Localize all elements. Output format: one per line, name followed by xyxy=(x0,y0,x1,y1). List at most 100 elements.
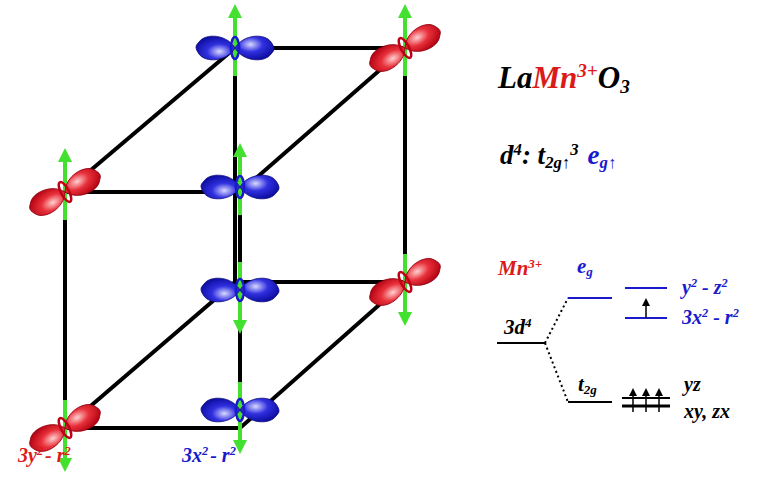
electron-arrow xyxy=(629,388,637,396)
label-text: 2 xyxy=(733,306,739,320)
orbital-3x2-r2 xyxy=(201,398,279,422)
orbital-lobe xyxy=(399,253,445,292)
label-text: 2 xyxy=(202,444,208,458)
orbital-label: 3x2 - r2 xyxy=(682,306,739,329)
orbital-lobe xyxy=(365,272,411,311)
electron-arrow xyxy=(642,298,650,306)
orbital-lobe xyxy=(201,278,240,302)
spin-arrow xyxy=(233,382,247,454)
orbital-label: y2 - z2 xyxy=(682,276,728,299)
orbital-ring xyxy=(396,270,413,293)
spin-arrow-head xyxy=(398,4,412,18)
orbital-label: 3x2- r2 xyxy=(182,444,236,467)
orbital-3x2-r2 xyxy=(201,175,279,199)
label-text: O xyxy=(598,60,620,95)
label-text: 3+ xyxy=(528,256,542,271)
label-text: Mn xyxy=(532,60,577,95)
orbital-lobe xyxy=(240,278,279,302)
level-y2z2 xyxy=(625,287,667,289)
orbital-lobe xyxy=(201,175,240,199)
orbital-label: 3y2- r2 xyxy=(18,444,71,467)
label-text: - r xyxy=(45,444,64,466)
level-label: t2g xyxy=(578,372,597,398)
dotted-split xyxy=(545,298,568,343)
label-text: 3x xyxy=(182,444,202,466)
label-text: 3 xyxy=(570,140,578,159)
label-text: 3x xyxy=(682,306,702,328)
orbital-label: xy, zx xyxy=(684,400,730,423)
label-text: 3+ xyxy=(577,60,598,81)
cube-edge xyxy=(63,192,67,428)
label-text: 2 xyxy=(722,276,728,290)
level-3d xyxy=(497,342,545,344)
label-text: e xyxy=(577,254,586,278)
orbital-lobe xyxy=(196,36,235,60)
spin-arrow-head xyxy=(228,4,242,18)
label-text: 4 xyxy=(514,140,522,159)
cube-edge xyxy=(233,48,237,282)
electron-configuration: d4: t2g↑3eg↑ xyxy=(500,140,616,173)
label-text: g xyxy=(586,264,593,279)
orbital-3y2-r2 xyxy=(365,253,445,311)
label-text: - r xyxy=(210,444,229,466)
cube-edge xyxy=(403,48,407,282)
label-text: y xyxy=(682,276,691,298)
orbital-ring xyxy=(56,180,73,203)
orbital-lobe xyxy=(235,36,274,60)
label-text: 2 xyxy=(702,306,708,320)
spin-arrow xyxy=(228,4,242,76)
label-text: ↑ xyxy=(608,153,616,172)
label-text: - r xyxy=(708,306,732,328)
level-eg xyxy=(568,297,612,299)
label-text: 3 xyxy=(620,76,630,97)
label-text: 2 xyxy=(37,444,43,458)
orbital-lobe xyxy=(240,398,279,422)
orbital-ring xyxy=(236,399,244,421)
label-text: t xyxy=(578,372,584,396)
label-text: Mn xyxy=(498,256,528,280)
spin-arrow xyxy=(233,262,247,334)
orbital-ring xyxy=(236,176,244,198)
level-label: 3d4 xyxy=(504,315,532,339)
orbital-lobe xyxy=(59,163,105,202)
electron-arrow xyxy=(655,388,663,396)
orbital-lobe xyxy=(25,182,71,221)
level-label: eg xyxy=(577,254,593,280)
orbital-label: yz xyxy=(684,373,701,396)
orbital-lobe xyxy=(365,38,411,77)
spin-arrow-head xyxy=(233,320,247,334)
label-text: La xyxy=(498,60,532,95)
label-text: 3d xyxy=(504,315,525,339)
dotted-split xyxy=(545,343,568,402)
orbital-ring xyxy=(231,37,239,59)
label-text: 2g xyxy=(545,153,562,172)
orbital-ring xyxy=(56,416,73,439)
orbital-lobe xyxy=(201,398,240,422)
label-text: ↑ xyxy=(562,153,570,172)
label-text: : t xyxy=(522,140,545,170)
label-text: d xyxy=(500,140,514,170)
cube-lattice xyxy=(65,48,405,428)
level-t2g xyxy=(568,401,612,403)
orbital-3y2-r2 xyxy=(25,163,105,221)
orbital-lobe xyxy=(59,399,105,438)
orbital-ring xyxy=(236,279,244,301)
label-text: yz xyxy=(684,373,701,395)
spin-arrow-head xyxy=(398,312,412,326)
orbital-lobe xyxy=(240,175,279,199)
label-text: xy, zx xyxy=(684,400,730,422)
label-text: e xyxy=(588,140,600,170)
label-text: 2 xyxy=(691,276,697,290)
label-text: 4 xyxy=(525,315,532,330)
orbital-lobe xyxy=(399,19,445,58)
label-text: - z xyxy=(697,276,721,298)
orbital-3y2-r2 xyxy=(365,19,445,77)
label-text: 2 xyxy=(65,444,71,458)
orbitals xyxy=(25,19,445,457)
spin-arrow-head xyxy=(233,143,247,157)
label-text: 2g xyxy=(584,382,597,397)
spin-arrows xyxy=(58,4,412,472)
spin-arrow xyxy=(233,143,247,215)
formula: LaMn3+O3 xyxy=(498,60,630,98)
